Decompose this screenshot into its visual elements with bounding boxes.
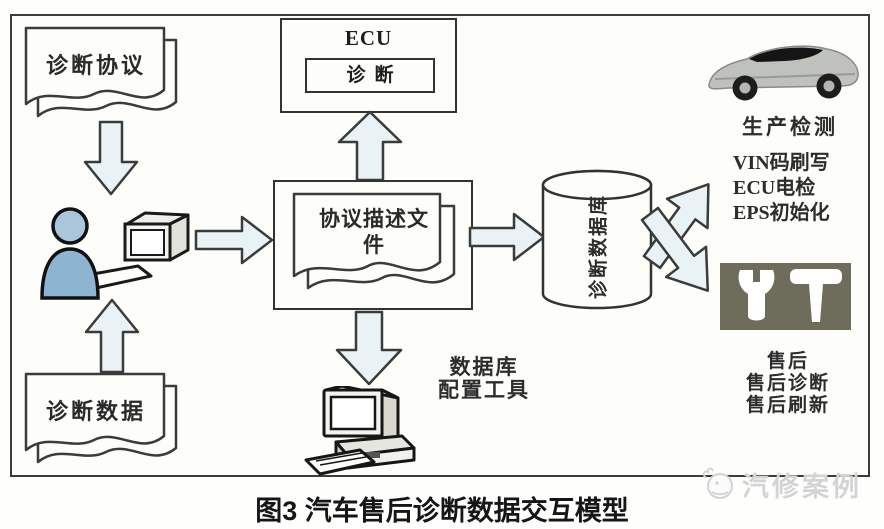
user-computer-icon	[40, 207, 190, 300]
production-items: VIN码刷写 ECU电检 EPS初始化	[733, 151, 875, 226]
doc-protocol-node: 诊断协议	[22, 24, 178, 128]
ecu-diagnosis-box: 诊断	[305, 58, 435, 93]
arrow-up-icon	[84, 298, 140, 374]
arrow-down-icon	[335, 310, 403, 386]
car-icon	[708, 45, 859, 101]
production-item-vin: VIN码刷写	[733, 152, 830, 174]
hammer-head-icon	[790, 269, 842, 284]
db-config-tool-line2: 配置工具	[438, 378, 530, 402]
aftersales-item-3: 售后刷新	[745, 395, 830, 416]
figure-caption: 图3 汽车售后诊断数据交互模型	[255, 496, 629, 526]
protocol-file-box: 协议描述文件	[273, 180, 473, 310]
arrow-down-icon	[83, 120, 139, 196]
database-cylinder: 诊断数据库	[540, 168, 654, 311]
doc-protocol-label: 诊断协议	[45, 53, 146, 78]
ecu-box: ECU 诊断	[280, 18, 457, 113]
arrow-right-icon	[468, 212, 546, 262]
cylinder-icon	[541, 169, 653, 310]
document-icon	[24, 26, 178, 118]
arrow-up-icon	[337, 110, 403, 182]
hammer-handle-icon	[809, 284, 823, 322]
aftersales-tools-box	[720, 263, 851, 330]
aftersales-items: 售后 售后诊断 售后刷新	[713, 351, 863, 417]
arrow-down-right-icon	[640, 206, 710, 292]
watermark-label: 汽修案例	[742, 471, 862, 502]
document-icon	[292, 192, 456, 290]
arrow-right-icon	[194, 215, 274, 265]
db-config-tool-label: 数据库 配置工具	[425, 356, 543, 402]
doc-data-label: 诊断数据	[45, 399, 146, 424]
arrow-branch-icons	[640, 183, 710, 292]
production-item-ecu: ECU电检	[733, 177, 816, 199]
ecu-title: ECU	[344, 26, 393, 50]
wrench-icon	[738, 270, 775, 321]
doc-data-node: 诊断数据	[22, 370, 178, 474]
watermark: 汽修案例	[698, 464, 862, 504]
arrow-up-right-icon	[642, 183, 710, 270]
document-icon	[24, 372, 178, 464]
mascot-icon	[702, 467, 733, 499]
database-label: 诊断数据库	[588, 194, 610, 300]
db-config-tool-line1: 数据库	[449, 355, 519, 379]
production-item-eps: EPS初始化	[733, 202, 830, 224]
protocol-file-label: 协议描述文件	[319, 207, 429, 257]
desktop-computer-icon	[304, 386, 416, 476]
wrench-hammer-icon	[738, 269, 842, 322]
aftersales-item-2: 售后诊断	[745, 373, 830, 394]
aftersales-item-1: 售后	[766, 351, 809, 372]
production-test-label: 生产检测	[742, 115, 838, 139]
